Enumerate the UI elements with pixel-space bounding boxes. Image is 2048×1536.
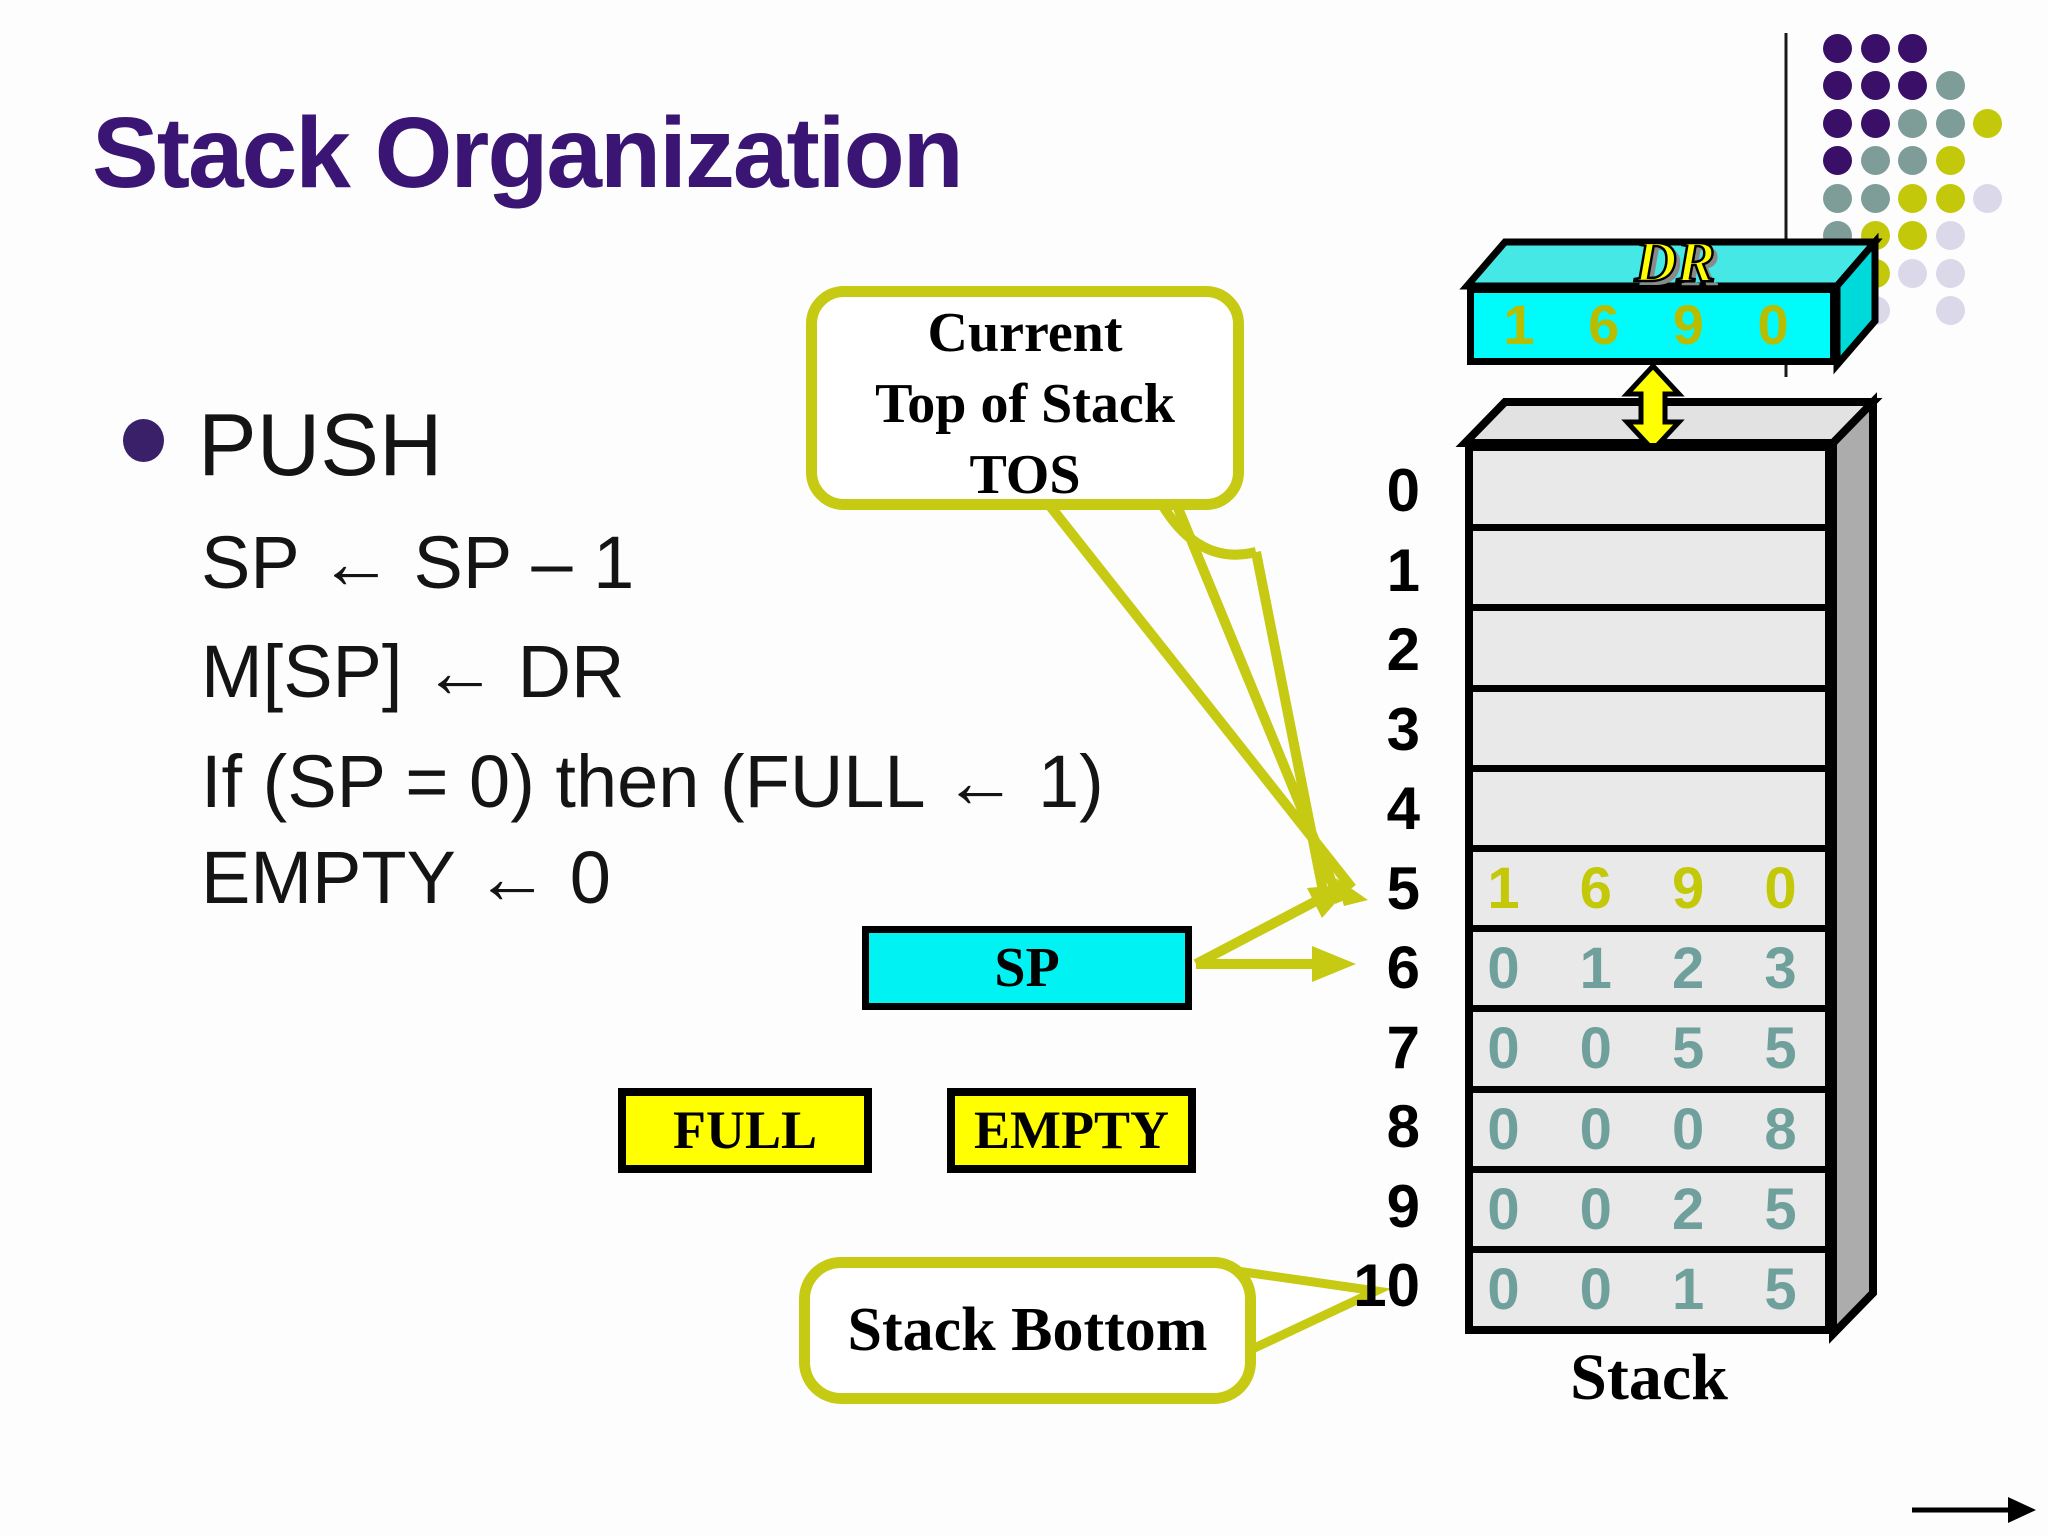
decor-dot <box>1935 258 1965 288</box>
stack-address-label-7: 7 <box>1386 1013 1420 1081</box>
stack-address-label-0: 0 <box>1386 457 1420 524</box>
slide-title: Stack Organization <box>92 97 964 209</box>
full-flag-box: FULL <box>618 1088 872 1173</box>
sp-register-box: SP <box>862 926 1192 1010</box>
stack-row-3 <box>1473 691 1825 772</box>
tos-callout-bubble: Current Top of Stack TOS <box>806 286 1244 510</box>
stack-row-value: 0 1 2 3 <box>1487 936 1811 1002</box>
stack-address-label-4: 4 <box>1386 775 1420 842</box>
decor-dot <box>1898 71 1927 100</box>
pseudocode-line-empty-clear: EMPTY ← 0 <box>201 836 611 919</box>
stack-row-value: 0 0 5 5 <box>1487 1016 1811 1082</box>
stack-address-label-5: 5 <box>1386 854 1420 922</box>
stack-caption: Stack <box>1570 1341 1728 1414</box>
dr-register-value: 1 6 9 0 <box>1503 293 1801 356</box>
decor-dot <box>1823 71 1852 100</box>
decor-dot <box>1973 183 2002 213</box>
decor-dot <box>1935 108 1965 138</box>
next-slide-arrow-icon[interactable] <box>1912 1497 2036 1523</box>
decor-dot <box>1823 183 1852 213</box>
decor-dot <box>1898 183 1927 213</box>
stack-row-2 <box>1473 611 1825 692</box>
decor-dot <box>1898 146 1927 175</box>
dr-side-face <box>1833 232 1879 375</box>
decor-dot <box>1935 296 1965 325</box>
decor-dot <box>1898 108 1927 138</box>
decor-dot <box>1823 33 1852 63</box>
stack-address-label-10: 10 <box>1353 1252 1420 1319</box>
tos-callout-line2: Top of Stack <box>875 373 1175 435</box>
stack-row-value: 0 0 2 5 <box>1487 1176 1811 1242</box>
tos-callout-line3: TOS <box>969 444 1081 506</box>
decor-dot <box>1898 221 1927 250</box>
stack-row-10: 0 0 1 5 <box>1473 1252 1825 1327</box>
decor-dot <box>1860 108 1890 138</box>
stack-row-value: 1 6 9 0 <box>1487 856 1811 922</box>
stack-side-face <box>1829 392 1877 1344</box>
tos-callout-pointer-lines <box>1046 502 1356 904</box>
sp-pointer-arrows <box>1193 884 1356 982</box>
decor-dot <box>1898 258 1927 288</box>
decor-dot <box>1935 146 1965 175</box>
decor-dot <box>1973 108 2002 138</box>
bullet-push-label: PUSH <box>198 395 443 494</box>
stack-row-7: 0 0 5 5 <box>1473 1012 1825 1093</box>
stack-address-label-8: 8 <box>1386 1093 1420 1160</box>
stack-address-label-2: 2 <box>1386 616 1420 683</box>
stack-row-5: 1 6 9 0 <box>1473 851 1825 933</box>
decor-dot <box>1860 146 1890 175</box>
stack-row-value: 0 0 0 8 <box>1487 1096 1811 1162</box>
stack-row-9: 0 0 2 5 <box>1473 1172 1825 1253</box>
stack-address-label-1: 1 <box>1386 536 1420 604</box>
empty-flag-box: EMPTY <box>947 1088 1196 1173</box>
stack-row-1 <box>1473 531 1825 612</box>
decor-dot <box>1823 146 1852 175</box>
decor-dot <box>1935 221 1965 250</box>
decor-dot <box>1898 33 1927 63</box>
stack-row-4 <box>1473 771 1825 852</box>
decor-dot <box>1860 71 1890 100</box>
stack-bottom-callout-bubble: Stack Bottom <box>799 1257 1256 1404</box>
decor-dot <box>1935 183 1965 213</box>
stack-row-6: 0 1 2 3 <box>1473 932 1825 1013</box>
pseudocode-line-memory-write: M[SP] ← DR <box>201 630 625 713</box>
pseudocode-line-sp-decrement: SP ← SP – 1 <box>201 521 635 604</box>
stack-row-value: 0 0 1 5 <box>1487 1256 1811 1322</box>
stack-row-0 <box>1473 451 1825 532</box>
dr-register-box: 1 6 9 0 <box>1467 286 1837 365</box>
tos-callout-line1: Current <box>927 302 1123 364</box>
decor-dot <box>1860 33 1890 63</box>
bullet-icon <box>123 419 164 462</box>
stack-address-label-3: 3 <box>1386 695 1420 763</box>
stack-memory-box: 1 6 9 0 0 1 2 3 0 0 5 5 0 0 0 8 0 0 2 5 0 0 1… <box>1465 443 1833 1334</box>
stack-row-8: 0 0 0 8 <box>1473 1092 1825 1173</box>
pseudocode-line-full-check: If (SP = 0) then (FULL ← 1) <box>201 740 1104 823</box>
stack-address-label-9: 9 <box>1386 1172 1420 1240</box>
decor-dot <box>1860 183 1890 213</box>
stack-address-label-6: 6 <box>1386 934 1420 1001</box>
decor-dot <box>1935 71 1965 100</box>
dr-register-label: DR <box>1633 229 1716 294</box>
decor-dot <box>1823 108 1852 138</box>
